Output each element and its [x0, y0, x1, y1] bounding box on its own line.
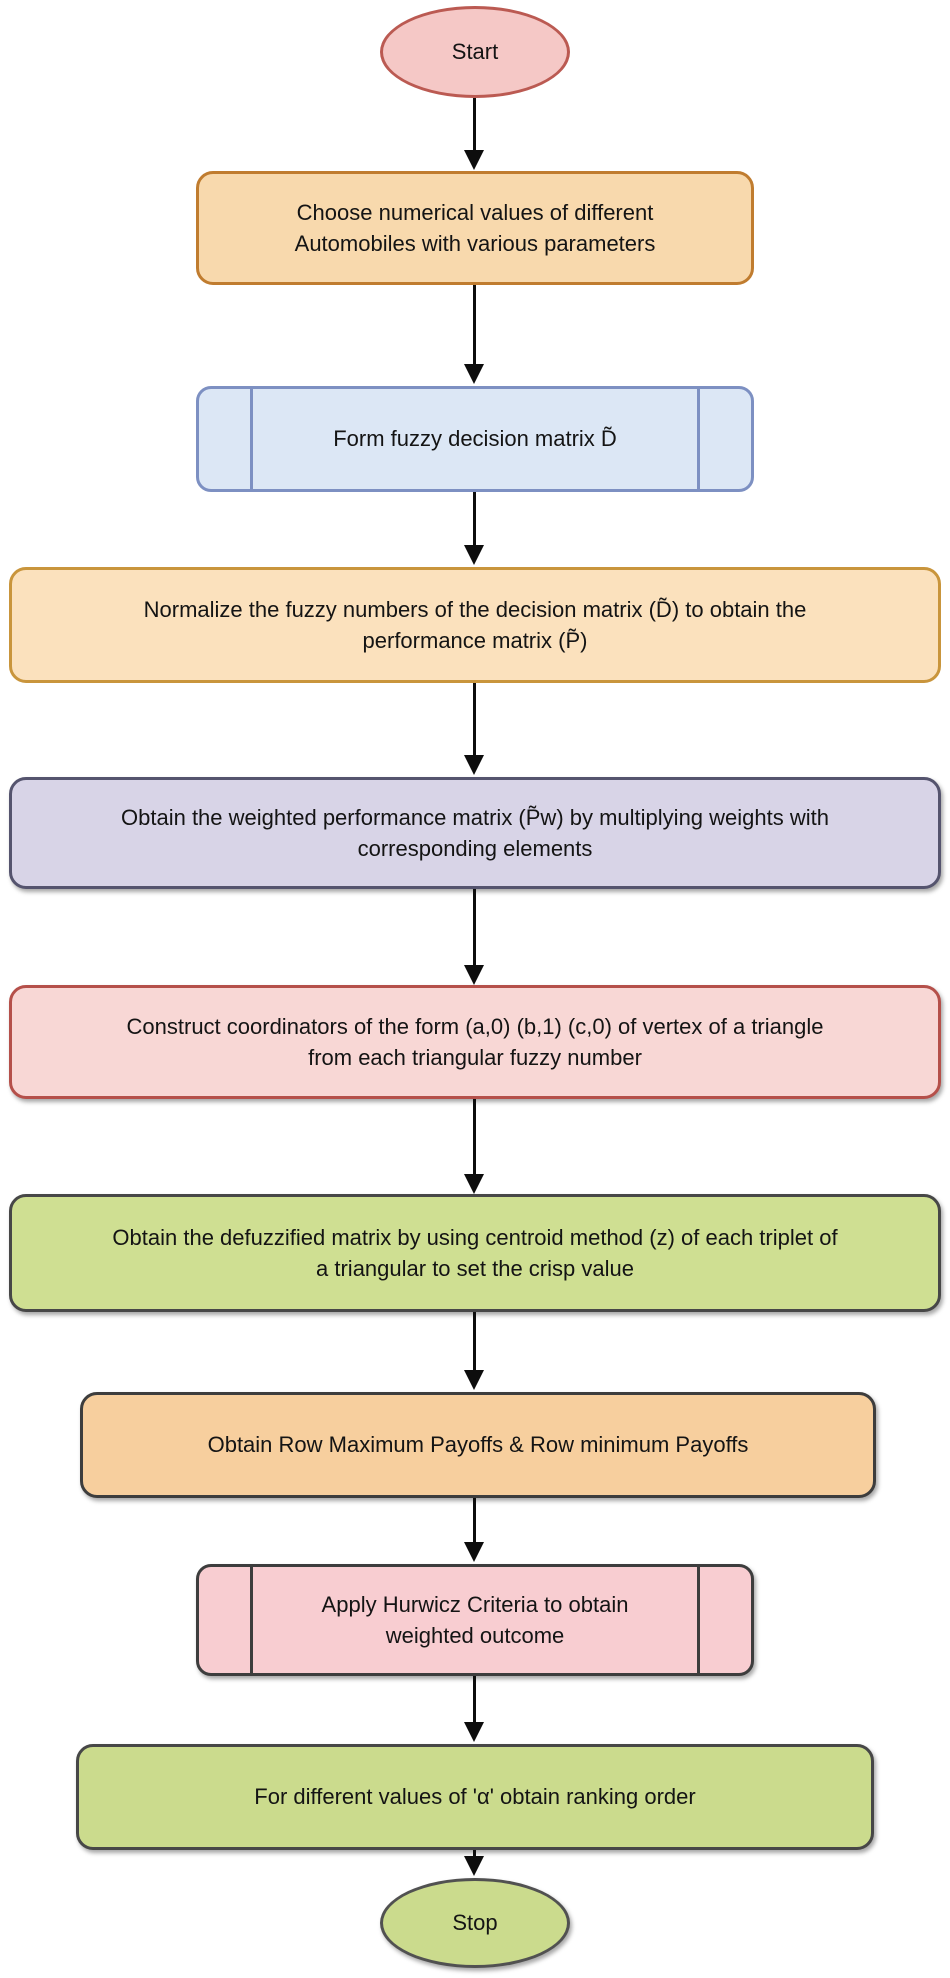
predefined-process-bar: [697, 389, 700, 489]
node-label: Apply Hurwicz Criteria to obtain weighte…: [321, 1591, 629, 1648]
node-label: Start: [451, 39, 499, 65]
flow-arrow: [463, 98, 487, 170]
node-label: Construct coordinators of the form (a,0)…: [126, 1013, 824, 1070]
arrowhead-icon: [464, 1370, 484, 1390]
node-label: Form fuzzy decision matrix D̃: [333, 426, 617, 452]
flowchart-node-row-payoffs: Obtain Row Maximum Payoffs & Row minimum…: [80, 1392, 876, 1498]
arrowhead-icon: [464, 545, 484, 565]
flow-arrow: [463, 889, 487, 985]
arrowhead-icon: [464, 150, 484, 170]
arrowhead-icon: [464, 364, 484, 384]
node-label: Obtain Row Maximum Payoffs & Row minimum…: [207, 1432, 749, 1458]
arrowhead-icon: [464, 1542, 484, 1562]
flow-arrow: [463, 1099, 487, 1194]
flowchart-node-start: Start: [380, 6, 570, 98]
arrowhead-icon: [464, 1722, 484, 1742]
flowchart-node-weighted-performance-matrix: Obtain the weighted performance matrix (…: [9, 777, 941, 889]
flowchart-node-defuzzified-matrix: Obtain the defuzzified matrix by using c…: [9, 1194, 941, 1312]
flowchart-node-form-fuzzy-decision-matrix: Form fuzzy decision matrix D̃: [196, 386, 754, 492]
arrow-shaft: [473, 1498, 476, 1548]
arrowhead-icon: [464, 1856, 484, 1876]
arrowhead-icon: [464, 965, 484, 985]
node-label: Obtain the defuzzified matrix by using c…: [112, 1224, 838, 1281]
flow-arrow: [463, 285, 487, 384]
arrow-shaft: [473, 98, 476, 156]
flow-arrow: [463, 1312, 487, 1390]
flow-arrow: [463, 1850, 487, 1876]
flowchart-node-choose-parameters: Choose numerical values of different Aut…: [196, 171, 754, 285]
arrow-shaft: [473, 1099, 476, 1180]
arrowhead-icon: [464, 1174, 484, 1194]
flowchart-node-ranking-order: For different values of 'α' obtain ranki…: [76, 1744, 874, 1850]
arrow-shaft: [473, 285, 476, 370]
node-label: Stop: [452, 1910, 498, 1936]
arrow-shaft: [473, 1676, 476, 1728]
flow-arrow: [463, 1676, 487, 1742]
node-label: For different values of 'α' obtain ranki…: [254, 1784, 696, 1810]
node-label: Normalize the fuzzy numbers of the decis…: [143, 596, 807, 653]
flowchart-node-construct-coordinators: Construct coordinators of the form (a,0)…: [9, 985, 941, 1099]
predefined-process-bar: [250, 389, 253, 489]
arrow-shaft: [473, 683, 476, 761]
node-label: Obtain the weighted performance matrix (…: [121, 804, 829, 861]
node-label: Choose numerical values of different Aut…: [294, 199, 656, 256]
arrow-shaft: [473, 492, 476, 551]
arrow-shaft: [473, 1312, 476, 1376]
predefined-process-bar: [250, 1567, 253, 1673]
flow-arrow: [463, 683, 487, 775]
arrow-shaft: [473, 889, 476, 971]
flowchart-node-stop: Stop: [380, 1878, 570, 1968]
flowchart-node-normalize-fuzzy-numbers: Normalize the fuzzy numbers of the decis…: [9, 567, 941, 683]
flow-arrow: [463, 492, 487, 565]
flowchart-node-apply-hurwicz: Apply Hurwicz Criteria to obtain weighte…: [196, 1564, 754, 1676]
predefined-process-bar: [697, 1567, 700, 1673]
arrowhead-icon: [464, 755, 484, 775]
flow-arrow: [463, 1498, 487, 1562]
